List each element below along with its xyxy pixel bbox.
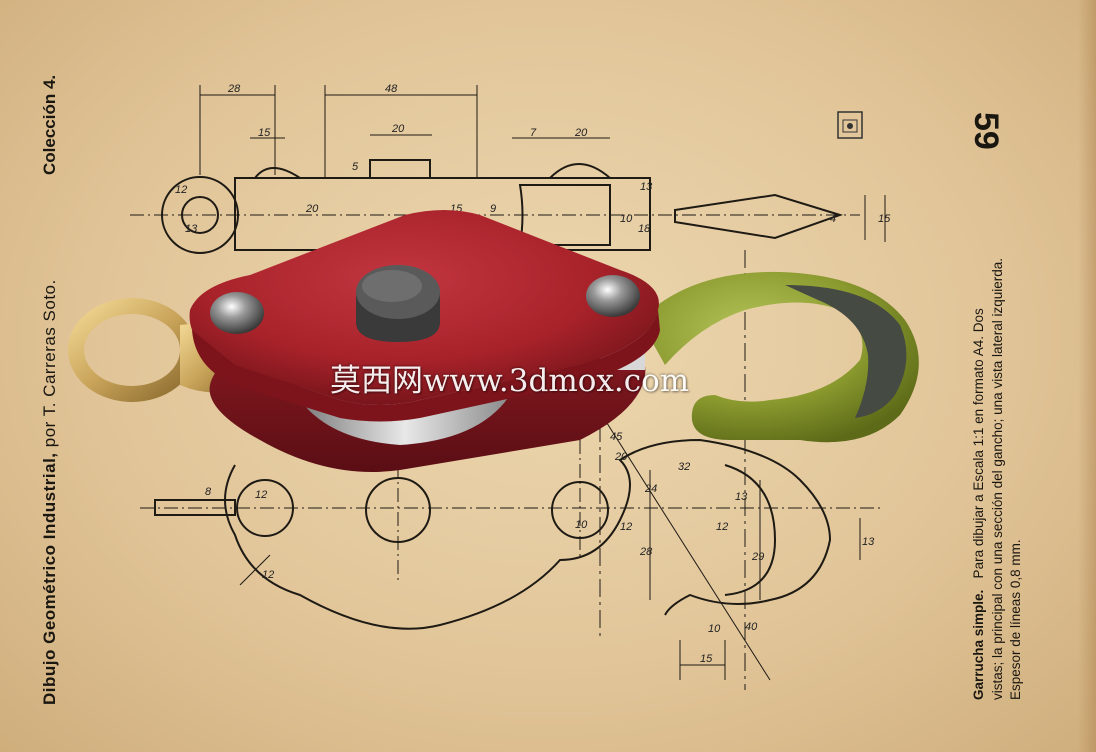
dim-label: 15 bbox=[258, 127, 271, 139]
dim-label: 20 bbox=[391, 123, 405, 135]
top-boss bbox=[369, 159, 431, 179]
dim-label: 13 bbox=[185, 223, 198, 235]
dim-label: 32 bbox=[678, 461, 690, 473]
dim-label: 29 bbox=[751, 551, 764, 563]
dim-label: 48 bbox=[385, 83, 398, 95]
dim-label: 12 bbox=[262, 569, 274, 581]
dim-label: 9 bbox=[490, 203, 496, 215]
caption-block: Garrucha simple. Para dibujar a Escala 1… bbox=[970, 258, 1026, 700]
front-stem bbox=[154, 499, 236, 516]
dim-label: 18 bbox=[638, 223, 651, 235]
caption-line-2: vistas; la principal con una sección del… bbox=[989, 257, 1005, 700]
shaft-pin bbox=[674, 193, 844, 240]
dim-label: 15 bbox=[878, 213, 891, 225]
caption-line-1: Garrucha simple. Para dibujar a Escala 1… bbox=[970, 258, 989, 700]
side-hook-section bbox=[518, 184, 611, 246]
side-view-body bbox=[234, 177, 651, 251]
dim-label: 12 bbox=[716, 521, 728, 533]
dim-label: 5 bbox=[352, 161, 359, 173]
dim-label: 10 bbox=[620, 213, 633, 225]
paper-edge-stain bbox=[1078, 0, 1096, 752]
front-plate-edge bbox=[192, 310, 660, 422]
axle-hub bbox=[356, 265, 440, 342]
dim-label: 12 bbox=[175, 184, 187, 196]
dim-label: 24 bbox=[644, 483, 657, 495]
dim-label: 13 bbox=[735, 491, 748, 503]
dimension-lines bbox=[130, 85, 886, 690]
dim-label: 20 bbox=[574, 127, 588, 139]
dim-label: 10 bbox=[708, 623, 721, 635]
hook bbox=[640, 271, 919, 443]
dim-label: 10 bbox=[575, 519, 588, 531]
dim-label: 15 bbox=[700, 653, 713, 665]
dim-label: 7 bbox=[530, 127, 537, 139]
collection-label: Colección 4. bbox=[40, 74, 59, 175]
dim-label: 45 bbox=[610, 431, 623, 443]
dim-label: 13 bbox=[862, 536, 875, 548]
dim-label: 28 bbox=[639, 546, 653, 558]
dim-label: 28 bbox=[227, 83, 241, 95]
dim-label: 13 bbox=[640, 181, 653, 193]
book-title-bold: Dibujo Geométrico Industrial, bbox=[40, 452, 59, 705]
watermark-text: 莫西网www.3dmox.com bbox=[330, 363, 690, 399]
dimension-labels: 28 15 12 13 20 48 20 5 15 9 7 20 13 10 1… bbox=[175, 83, 891, 665]
bolt-right bbox=[586, 275, 640, 317]
dim-label: 12 bbox=[255, 489, 267, 501]
dim-label: 12 bbox=[620, 521, 632, 533]
page-number: 59 bbox=[967, 112, 1005, 150]
stamp-mark-icon bbox=[837, 111, 863, 139]
caption-title: Garrucha simple. bbox=[971, 589, 986, 700]
caption-line-3: Espesor de líneas 0,8 mm. bbox=[1008, 539, 1023, 700]
book-author: por T. Carreras Soto. bbox=[40, 279, 59, 453]
dim-label: 20 bbox=[614, 451, 628, 463]
caption-text-1: Para dibujar a Escala 1:1 en formato A4.… bbox=[971, 308, 986, 579]
dim-label: 8 bbox=[205, 486, 212, 498]
bolt-left bbox=[210, 292, 264, 334]
dim-label: 40 bbox=[745, 621, 758, 633]
dim-label: 4 bbox=[830, 213, 836, 225]
dim-label: 20 bbox=[305, 203, 319, 215]
front-view-outline bbox=[224, 438, 832, 630]
book-title: Dibujo Geométrico Industrial, por T. Car… bbox=[40, 279, 60, 705]
